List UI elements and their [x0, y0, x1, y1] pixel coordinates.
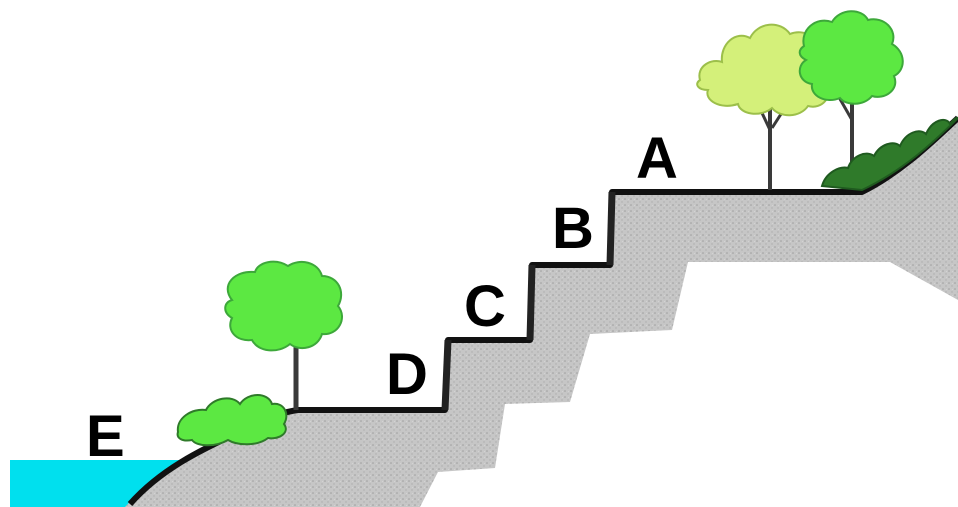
- upper-tree-bright: [798, 10, 904, 188]
- label-b: B: [552, 196, 594, 261]
- label-a: A: [636, 126, 678, 191]
- water: [10, 460, 192, 507]
- label-d: D: [386, 342, 428, 407]
- step-shadow-d: [441, 339, 452, 411]
- lower-tree: [224, 260, 343, 410]
- step-shadow-c: [526, 264, 536, 341]
- lower-bush: [176, 394, 288, 447]
- label-c: C: [464, 274, 506, 339]
- label-e: E: [86, 404, 125, 469]
- step-shadow-b: [606, 191, 616, 266]
- rock-slope: [125, 118, 958, 507]
- upper-shrubs: [820, 116, 958, 192]
- upper-tree-bright-crown: [798, 10, 904, 105]
- lower-tree-crown: [224, 260, 343, 352]
